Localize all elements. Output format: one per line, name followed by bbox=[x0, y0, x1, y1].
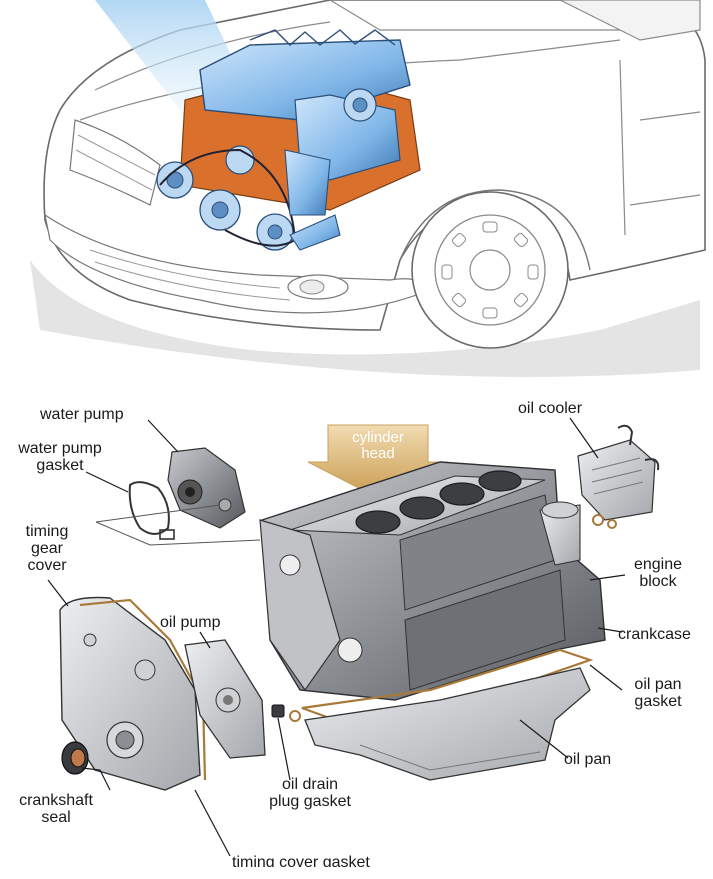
oil-drain-plug-part bbox=[271, 704, 301, 722]
label-engine-block: engine block bbox=[633, 556, 683, 590]
oil-cooler-part bbox=[577, 424, 660, 529]
car-grille bbox=[69, 119, 161, 206]
label-water-pump: water pump bbox=[40, 406, 124, 423]
label-crankshaft-seal: crankshaft seal bbox=[19, 792, 93, 826]
label-oil-drain-plug-gasket: oil drain plug gasket bbox=[269, 776, 351, 810]
oil-pump-part bbox=[184, 639, 266, 759]
water-pump-part bbox=[167, 447, 246, 529]
engine-block-part bbox=[259, 461, 606, 701]
crankshaft-seal-part bbox=[61, 741, 89, 775]
label-oil-cooler: oil cooler bbox=[518, 400, 583, 417]
label-cylinder-head: cylinder head bbox=[352, 429, 404, 462]
label-oil-pump: oil pump bbox=[160, 614, 221, 631]
timing-gear-cover-part bbox=[59, 596, 207, 791]
timing-cover-gasket-part bbox=[79, 598, 207, 781]
car-shadow bbox=[30, 260, 700, 377]
label-oil-pan: oil pan bbox=[564, 751, 612, 768]
oil-pan-part bbox=[304, 667, 591, 781]
label-timing-gear-cover: timing gear cover bbox=[25, 523, 69, 574]
label-water-pump-gasket: water pump gasket bbox=[18, 440, 102, 474]
leader-lines bbox=[47, 417, 626, 857]
label-crankcase: crankcase bbox=[618, 626, 691, 643]
label-oil-pan-gasket: oil pan gasket bbox=[634, 676, 682, 710]
water-pump-gasket-part bbox=[128, 481, 170, 535]
engine-in-car bbox=[156, 29, 421, 251]
label-timing-cover-gasket: timing cover gasket bbox=[232, 854, 370, 867]
